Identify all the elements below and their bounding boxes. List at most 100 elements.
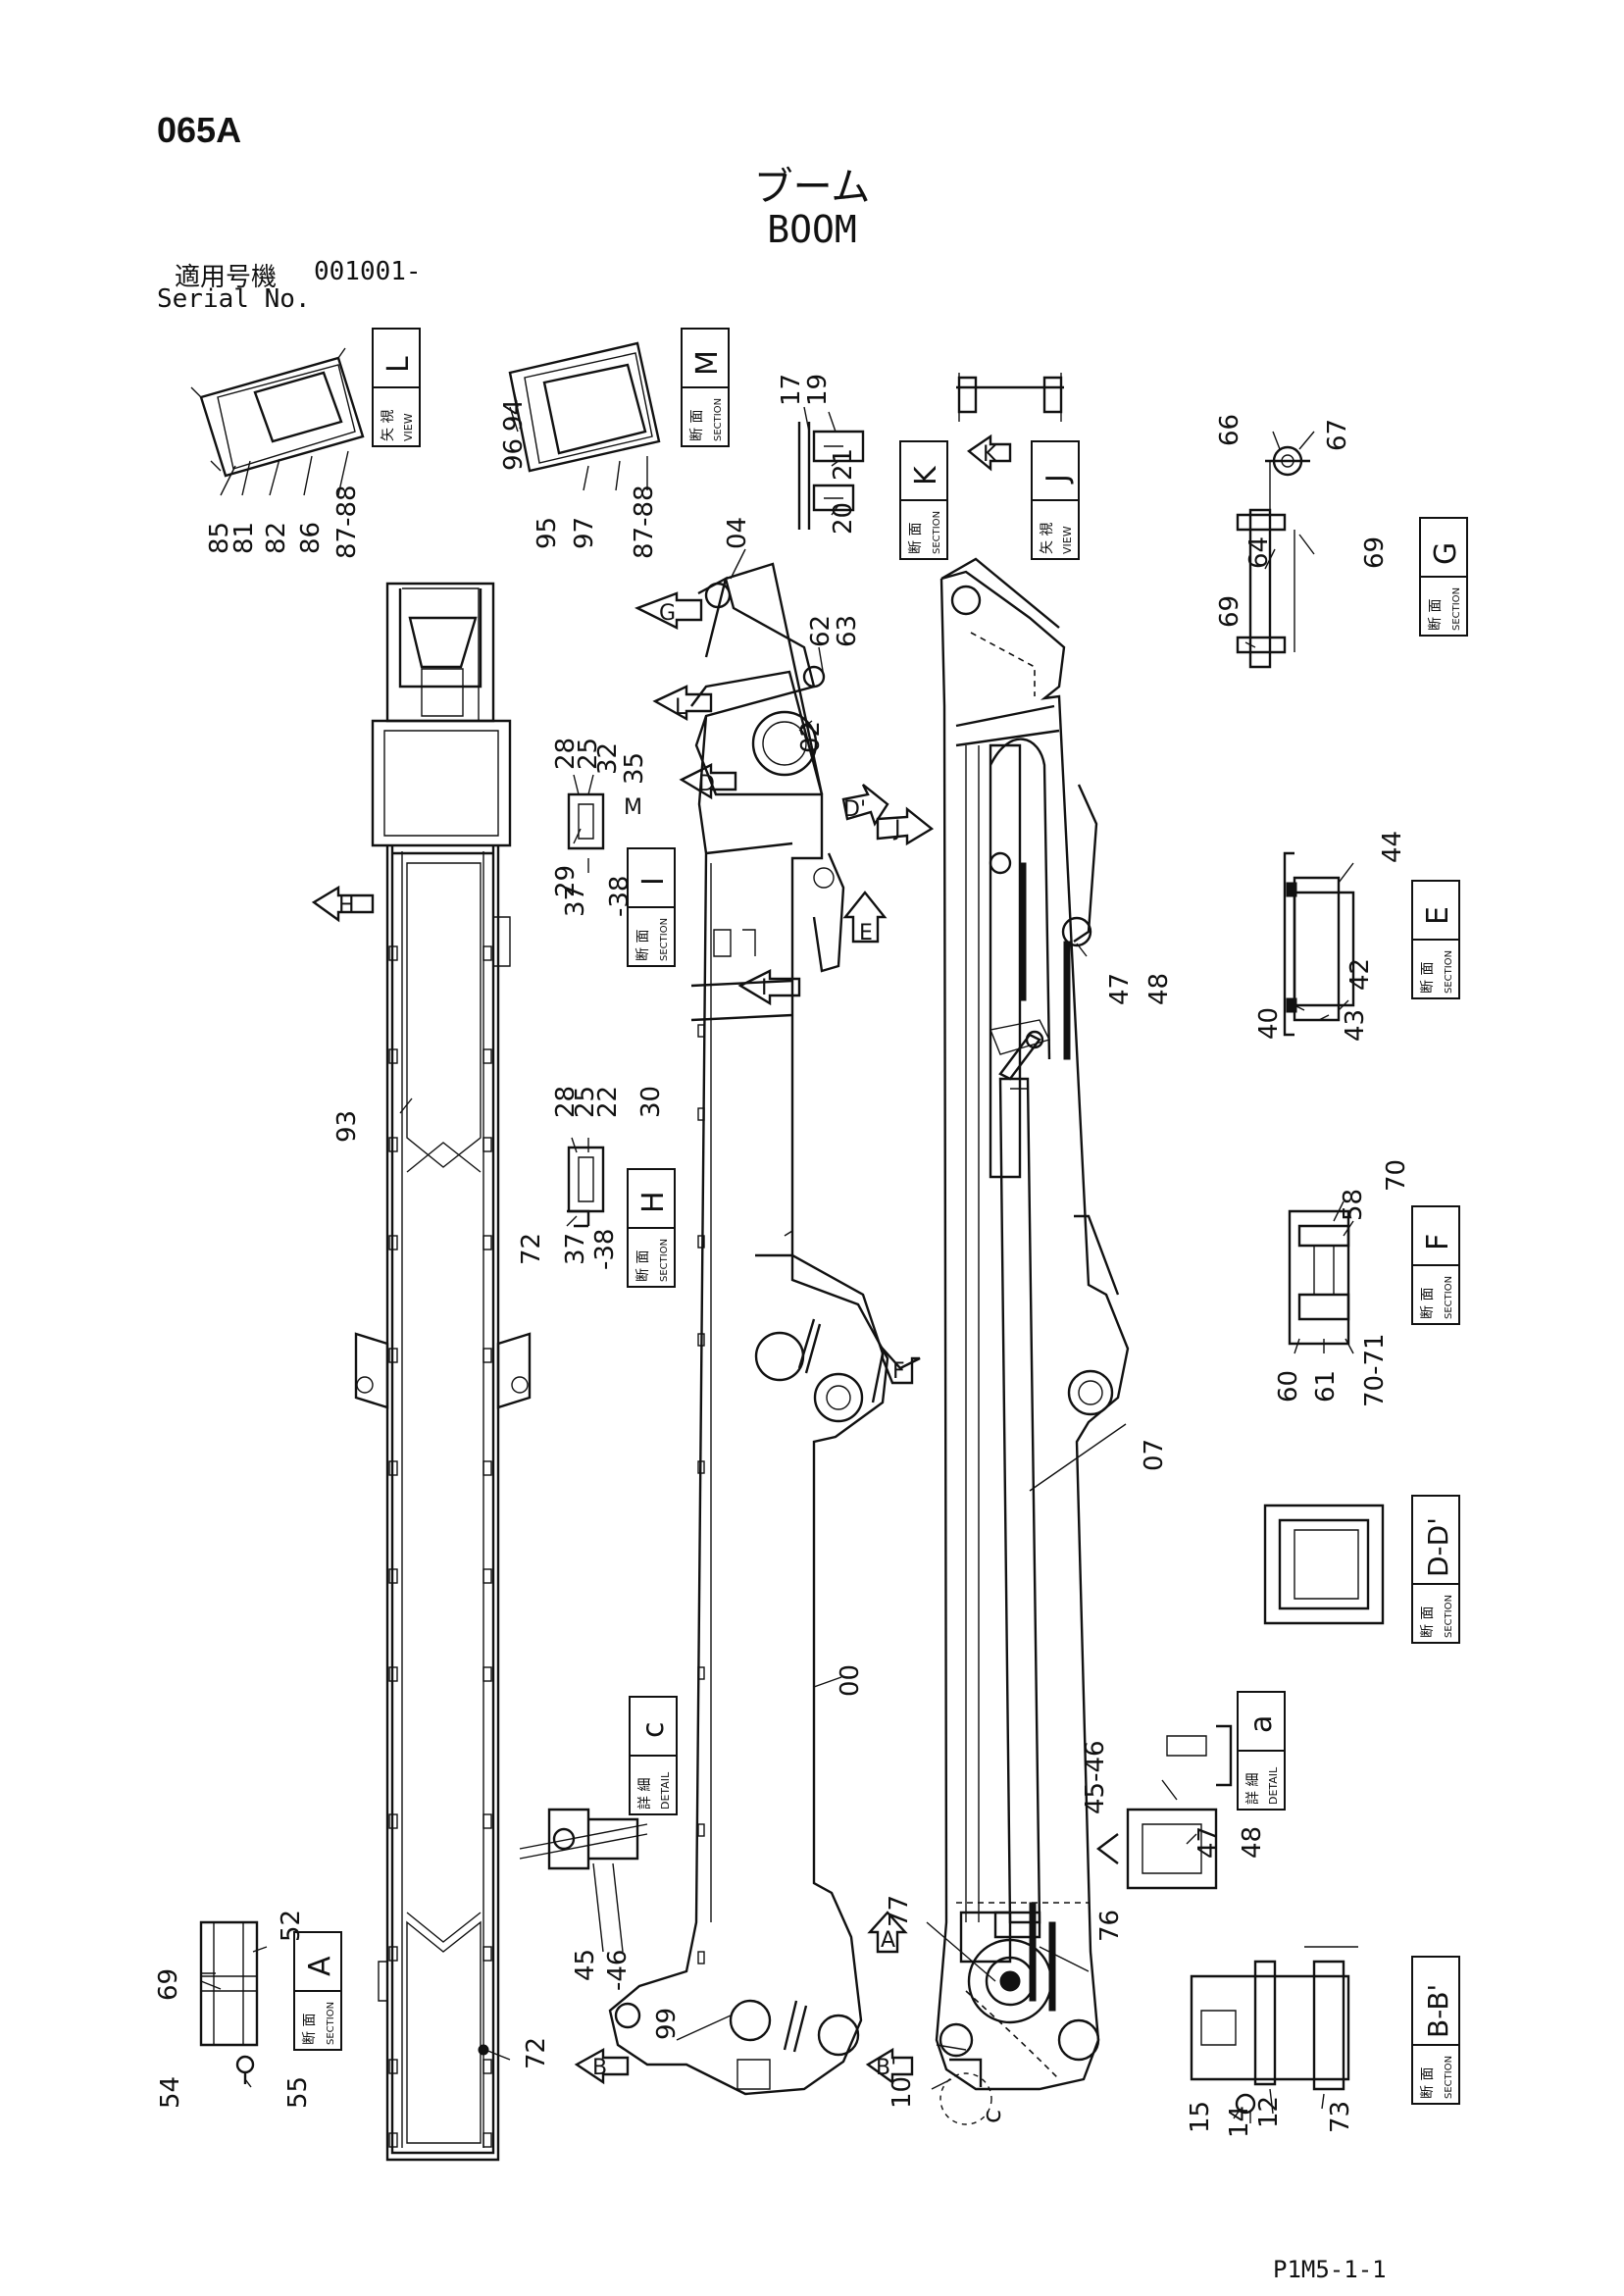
part-label-47-a: 47 (1193, 1826, 1223, 1859)
part-label-58: 58 (1339, 1189, 1368, 1221)
section-arrows (311, 434, 1012, 2085)
view-L-drawing (190, 347, 365, 478)
section-M-drawing (508, 341, 661, 473)
arrow-letter-a: A (881, 1928, 895, 1953)
arrow-letter-k: K (983, 442, 997, 467)
section-H-drawing (567, 1146, 605, 1228)
part-label-94: 94 (499, 399, 529, 432)
svg-text:J: J (1040, 474, 1075, 485)
arrow-letter-f: F (892, 1359, 905, 1384)
part-label-93: 93 (332, 1110, 362, 1143)
part-label-44: 44 (1378, 831, 1407, 863)
part-label-87-88-m: 87-88 (630, 485, 659, 559)
part-label-48-e: 48 (1144, 973, 1174, 1005)
arrow-letter-h: H (338, 893, 355, 918)
serial-label-english: Serial No. (157, 284, 311, 314)
boom-cylinder-view (935, 557, 1130, 2125)
part-label-43: 43 (1341, 1009, 1370, 1042)
svg-text:VIEW: VIEW (402, 413, 415, 441)
arrow-letters: G L M D D' J E H I F K A B B' (338, 442, 997, 2080)
box-section-BB: 断 面 SECTION B-B' (1411, 1956, 1460, 2105)
box-section-G: 断 面 SECTION G (1419, 517, 1468, 637)
svg-text:SECTION: SECTION (713, 398, 724, 441)
part-label-72-l: 72 (522, 2037, 551, 2069)
part-label-61: 61 (1311, 1370, 1341, 1403)
svg-text:A: A (303, 1956, 337, 1976)
section-BB-drawing (1190, 1946, 1358, 2115)
svg-text:SECTION: SECTION (1444, 950, 1454, 994)
part-label-45-46-a: 45-46 (1081, 1740, 1110, 1814)
svg-text:断 面: 断 面 (908, 523, 924, 554)
part-label-02: 02 (796, 721, 826, 753)
arrow-letter-g: G (659, 601, 676, 626)
svg-text:DETAIL: DETAIL (1267, 1766, 1280, 1805)
part-label-17: 17 (777, 374, 806, 406)
svg-text:SECTION: SECTION (932, 511, 942, 554)
part-label-25-h: 25 (571, 1086, 600, 1118)
svg-text:矢 視: 矢 視 (381, 410, 396, 441)
svg-text:断 面: 断 面 (1420, 962, 1436, 994)
part-label-14: 14 (1225, 2106, 1254, 2138)
part-label-63: 63 (833, 615, 862, 647)
part-label-10: 10 (888, 2076, 917, 2109)
svg-text:詳 細: 詳 細 (637, 1778, 653, 1810)
arrow-letter-i: I (761, 976, 768, 1000)
svg-text:SECTION: SECTION (659, 1239, 670, 1282)
part-label-95: 95 (533, 517, 562, 549)
part-label-86: 86 (296, 522, 326, 554)
svg-text:SECTION: SECTION (326, 2002, 336, 2045)
svg-text:断 面: 断 面 (689, 410, 705, 441)
boom-top-view (354, 582, 532, 2162)
drawing-code: 065A (157, 110, 242, 150)
svg-text:断 面: 断 面 (1420, 2067, 1436, 2099)
box-detail-a: 詳 細 DETAIL a (1237, 1691, 1286, 1811)
box-section-K: 断 面 SECTION K (899, 440, 948, 560)
part-label-32: 32 (593, 742, 623, 775)
svg-text:断 面: 断 面 (1420, 1607, 1436, 1638)
box-view-J: 矢 視 VIEW J (1031, 440, 1080, 560)
svg-text:L: L (381, 356, 416, 373)
arrow-letter-d-prime: D' (843, 797, 866, 822)
section-I-detail (567, 792, 605, 850)
arrow-letter-e: E (859, 921, 873, 945)
svg-text:K: K (909, 465, 943, 485)
svg-text:断 面: 断 面 (635, 1250, 651, 1282)
title-english: BOOM (767, 208, 857, 251)
part-label-54: 54 (156, 2076, 185, 2109)
part-label-81: 81 (229, 522, 259, 554)
svg-text:詳 細: 詳 細 (1245, 1773, 1261, 1805)
part-label-62: 62 (806, 615, 836, 647)
section-F-drawing (1288, 1209, 1350, 1346)
section-DD-drawing (1263, 1504, 1385, 1625)
part-label-69-g2: 69 (1215, 595, 1244, 628)
box-view-L: 矢 視 VIEW L (372, 328, 421, 447)
part-label-21: 21 (829, 448, 858, 481)
leader-lines (200, 382, 1354, 2123)
detail-a-drawing (1096, 1724, 1233, 1890)
part-label-28-i: 28 (551, 738, 581, 770)
part-label-29: 29 (551, 865, 581, 897)
svg-text:M: M (690, 350, 725, 376)
svg-text:a: a (1244, 1715, 1279, 1733)
svg-text:SECTION: SECTION (659, 918, 670, 961)
part-label-64: 64 (1244, 536, 1274, 569)
part-label-55: 55 (283, 2076, 313, 2109)
part-label-85: 85 (205, 522, 234, 554)
page-number: P1M5-1-1 (1273, 2256, 1387, 2283)
box-detail-c: 詳 細 DETAIL c (629, 1696, 678, 1815)
svg-text:H: H (636, 1191, 671, 1213)
svg-text:c: c (636, 1722, 671, 1739)
arrow-letter-b-prime: B' (876, 2056, 896, 2080)
part-label-35: 35 (620, 752, 649, 785)
svg-text:SECTION: SECTION (1444, 1595, 1454, 1638)
part-number-labels: 85 81 82 86 87-88 95 96 94 97 87-88 17 1… (154, 374, 1411, 2138)
arrow-letter-j: J (892, 817, 901, 842)
part-label-42: 42 (1345, 958, 1375, 991)
box-section-E: 断 面 SECTION E (1411, 880, 1460, 999)
part-label-48-a: 48 (1238, 1826, 1267, 1859)
svg-text:E: E (1421, 906, 1455, 925)
svg-text:矢 視: 矢 視 (1040, 523, 1055, 554)
part-label-37-h: 37 (561, 1233, 590, 1265)
box-section-M: 断 面 SECTION M (681, 328, 730, 447)
